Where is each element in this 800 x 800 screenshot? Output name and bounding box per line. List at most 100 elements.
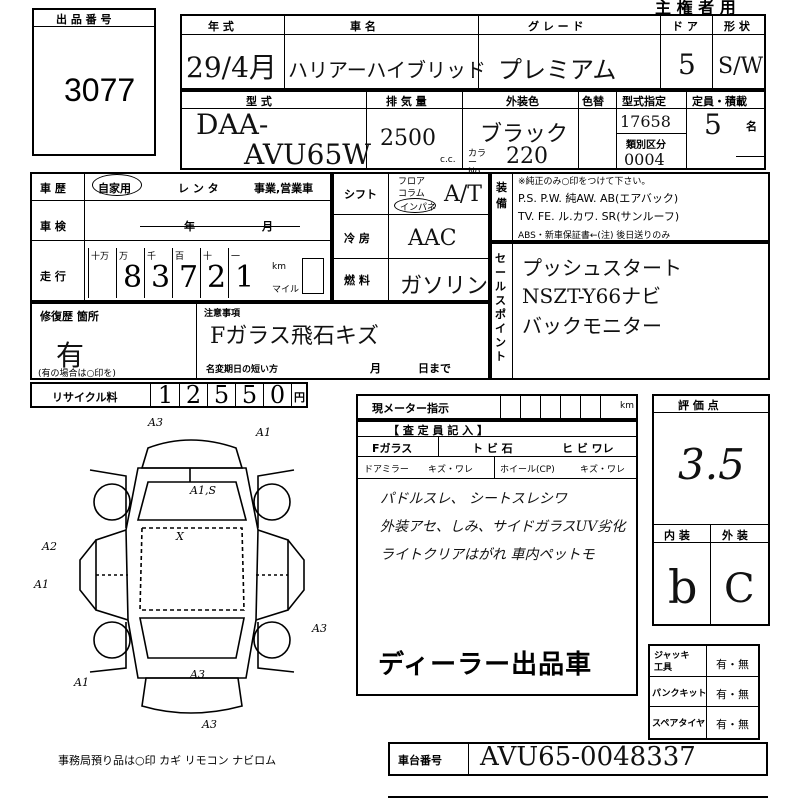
recycle-box: [30, 382, 308, 408]
exterior-label: 外 装: [722, 529, 748, 542]
disp-label: 排 気 量: [386, 95, 427, 108]
caution-label: 注意事項: [204, 309, 241, 319]
rating-box: [652, 394, 770, 626]
wheel-rr: [253, 621, 291, 659]
fuel-value: ガソリン: [400, 274, 489, 299]
damage-mark: X: [175, 530, 185, 543]
door-value: 5: [678, 48, 696, 81]
damage-mark: A2: [41, 540, 57, 553]
jack-label: ジャッキ 工具: [654, 651, 690, 673]
mileage-digit: 3: [151, 260, 171, 295]
wheel-fr: [253, 483, 291, 521]
mileage-digit: 1: [235, 260, 255, 295]
color-change-label: 色替: [582, 95, 604, 108]
sales-point-label: セールスポイント: [495, 252, 506, 363]
repair-note: (有の場合は○印を): [38, 369, 116, 379]
damage-mark: A1: [73, 676, 89, 689]
right-front-fender: [257, 469, 295, 528]
mirror-label: ドアミラー: [364, 465, 409, 475]
cc-label: c.c.: [440, 155, 456, 165]
shift-label: シフト: [344, 188, 377, 201]
wheel-label: ホイール(CP): [500, 465, 555, 475]
model-value-line2: AVU65W: [244, 138, 372, 171]
right-rear-fender: [257, 622, 295, 673]
recycle-digit: 5: [208, 382, 236, 408]
damage-mark: A3: [201, 718, 217, 731]
disp-value: 2500: [380, 126, 436, 151]
right-door-ext: [287, 539, 305, 611]
sales-point-line3: バックモニター: [522, 314, 662, 338]
equipment-line2: TV. FE. ル.カワ. SR(サンルーフ): [518, 210, 680, 223]
equipment-line3: ABS・新車保証書←(注) 後日送りのみ: [518, 231, 671, 241]
equipment-label: 装備: [496, 181, 507, 210]
fglass-opt-crack: ヒ ビ ワレ: [562, 442, 614, 455]
mileage-digit: 7: [179, 260, 199, 295]
name-value: ハリアーハイブリッド: [288, 58, 486, 82]
model-value-line1: DAA-: [196, 108, 269, 141]
mileage-unit-label: 十: [203, 252, 213, 262]
sales-point-line2: NSZT-Y66ナビ: [522, 284, 662, 308]
right-side: [255, 529, 289, 621]
mileage-unit-label: 万: [119, 252, 129, 262]
shape-value: S/W: [718, 54, 764, 79]
front-bumper: [140, 439, 244, 469]
history-box: [30, 172, 332, 302]
roof: [139, 527, 245, 611]
shift-opt-column: コラム: [398, 189, 425, 199]
model-label: 型 式: [246, 95, 272, 108]
inspector-title: 【 査 定 員 記 入 】: [388, 424, 488, 437]
recycle-label: リサイクル料: [52, 391, 118, 404]
lot-number: 3077: [64, 72, 136, 108]
rating-score: 3.5: [678, 440, 745, 489]
name-change-month: 月: [370, 362, 381, 375]
year-value: 29/4月: [186, 51, 277, 84]
mileage-label: 走 行: [40, 270, 66, 283]
lot-number-box: [32, 8, 156, 156]
recycle-digit: 0: [264, 382, 292, 408]
meter-cell: [500, 394, 501, 420]
grade-label: グ レ ー ド: [528, 20, 584, 33]
model-spec-label: 型式指定: [622, 95, 666, 108]
mile-checkbox[interactable]: [302, 258, 324, 294]
wheel-fl: [93, 483, 131, 521]
ac-label: 冷 房: [344, 232, 370, 245]
name-label: 車 名: [350, 20, 376, 33]
category-value: 0004: [624, 150, 665, 169]
shift-box: [332, 172, 490, 302]
reg-circle: [92, 174, 142, 196]
accessories-box: [648, 644, 760, 740]
shift-circle: [394, 198, 436, 213]
left-front-fender: [89, 469, 127, 528]
puncture-label: パンクキット: [652, 689, 707, 699]
rear-bumper: [141, 677, 243, 714]
left-rear-fender: [89, 622, 127, 673]
meter-cell: [600, 394, 601, 420]
meter-cell: [520, 394, 521, 420]
left-side: [95, 529, 129, 621]
category-label: 類別区分: [626, 140, 666, 151]
capacity-unit: 名: [746, 120, 757, 133]
shift-opt-floor: フロア: [398, 177, 426, 187]
damage-mark: A3: [311, 622, 327, 635]
wheel-rl: [93, 621, 131, 659]
equipment-note: ※純正のみ○印をつけて下さい。: [518, 177, 651, 187]
reg-label: 車 歴: [40, 182, 66, 195]
exterior-value: C: [724, 566, 755, 612]
wheel-opts: キズ・ワレ: [580, 465, 626, 475]
meter-cell: [540, 394, 541, 420]
km-label: km: [272, 262, 286, 272]
repair-label: 修復歴 箇所: [40, 310, 99, 323]
repair-value: 有: [56, 339, 85, 372]
recycle-unit: 円: [294, 391, 305, 404]
dealer-stamp: ディーラー出品車: [378, 650, 593, 680]
spare-opts: 有・無: [716, 718, 749, 731]
capacity-label: 定員・積載: [692, 95, 747, 108]
inspector-note1: パドルスレ、 シートスレシワ: [380, 491, 567, 507]
meter-unit: km: [620, 401, 634, 411]
shape-label: 形 状: [724, 20, 750, 33]
equipment-box: [490, 172, 770, 242]
interior-label: 内 装: [664, 529, 690, 542]
